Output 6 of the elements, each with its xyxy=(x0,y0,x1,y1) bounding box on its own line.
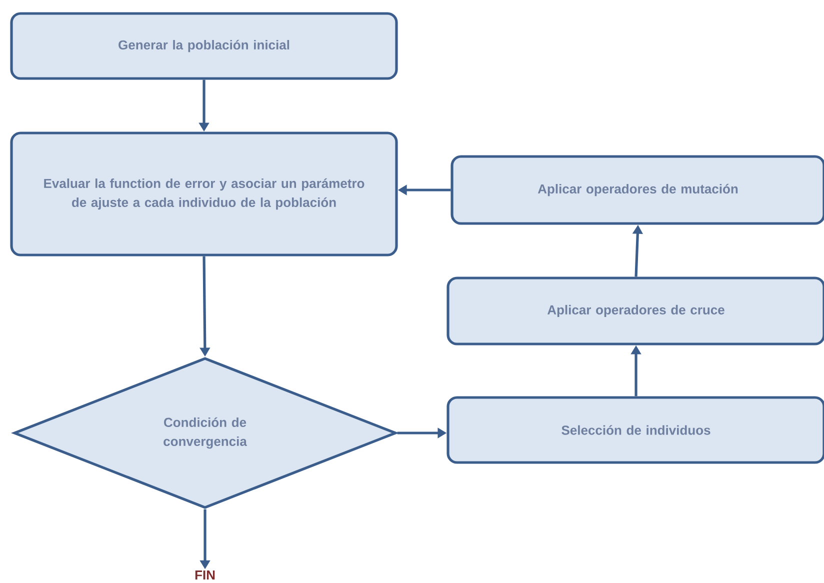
process-box: Evaluar la function de error y asociar un parámetro de ajuste a cada individuo de la población xyxy=(10,132,398,256)
process-box: Aplicar operadores de cruce xyxy=(446,276,824,346)
end-label: FIN xyxy=(195,570,215,580)
process-box: Selección de individuos xyxy=(446,396,824,464)
process-box: Aplicar operadores de mutación xyxy=(450,155,824,225)
process-box: Generar la población inicial xyxy=(10,12,398,80)
